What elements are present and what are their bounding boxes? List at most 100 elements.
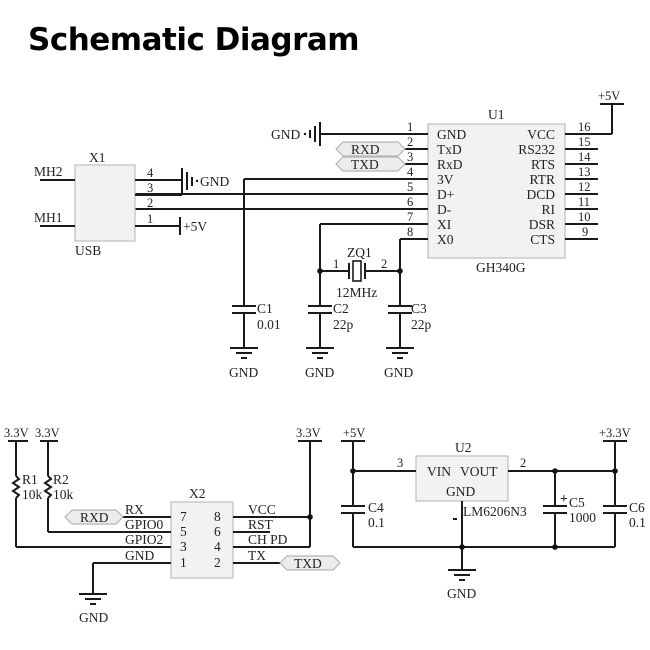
u2-ref: U2: [455, 440, 472, 455]
u1-gnd-label: GND: [271, 127, 300, 142]
u1-pin-name: DCD: [526, 187, 555, 202]
gnd-label: GND: [229, 365, 258, 380]
u1-body: [427, 123, 566, 259]
txd-tag-label: TXD: [294, 556, 322, 571]
u2-part: LM6206N3: [463, 504, 527, 519]
x2-pin-num: 1: [180, 555, 187, 570]
u1-pin-name: RTS: [531, 157, 555, 172]
c3-value: 22p: [411, 317, 432, 332]
x2-vcc-net: 3.3V: [296, 426, 321, 440]
x1-vcc-label: +5V: [183, 219, 207, 234]
u2-pin-out: 2: [520, 456, 526, 470]
r2-net: 3.3V: [35, 426, 60, 440]
rxd-tag-bottom: RXD: [64, 509, 124, 525]
u1-pin-num: 12: [578, 180, 591, 194]
x2-pin-name: VCC: [248, 502, 276, 517]
x2-pin-name: GND: [125, 548, 154, 563]
u1-pin-num: 3: [407, 150, 413, 164]
u1-pin-name: RI: [542, 202, 556, 217]
diagram-title: Schematic Diagram: [8, 14, 428, 66]
c5-value: 1000: [569, 510, 596, 525]
u1-pin-num: 10: [578, 210, 591, 224]
r1-value: 10k: [22, 487, 43, 502]
rxd-tag-top: RXD: [335, 141, 406, 157]
u1-pin-name: RTR: [530, 172, 555, 187]
u2-vout-label: VOUT: [460, 464, 498, 479]
x1-pin-num: 3: [147, 181, 153, 195]
rxd-tag-label: RXD: [80, 510, 109, 525]
x2-body: [170, 501, 234, 579]
c4-ref: C4: [368, 500, 384, 515]
r2-resistor: 3.3V R2 10k: [35, 426, 74, 532]
x2-ref: X2: [189, 486, 206, 501]
u1-pin-num: 1: [407, 120, 413, 134]
gnd-label: GND: [447, 586, 476, 601]
crystal-pin2: 2: [381, 257, 387, 271]
u2-in-net: +5V: [343, 426, 365, 440]
x2-pin-name: TX: [248, 548, 266, 563]
x2-gnd-symbol: GND: [79, 563, 108, 625]
x1-body: [74, 164, 136, 242]
x2-pin-num: 2: [214, 555, 221, 570]
u1-pin-name: GND: [437, 127, 466, 142]
x1-usb-connector: X1 USB MH2 MH1 4 3 2 1 GND +5V: [34, 150, 229, 258]
u2-out-net: +3.3V: [599, 426, 631, 440]
x1-mh2: MH2: [34, 164, 63, 179]
txd-tag-label: TXD: [351, 157, 379, 172]
u2-regulator: U2 VIN VOUT GND LM6206N3 3 +5V 2 +3.3V G…: [341, 426, 631, 601]
c6-capacitor: C6 0.1: [603, 500, 646, 547]
c6-value: 0.1: [629, 515, 646, 530]
x2-module: X2 7 5 3 1 8 6 4 2 RX GPIO0 GPIO2 GND VC…: [16, 426, 322, 579]
c4-capacitor: C4 0.1: [341, 500, 385, 547]
u1-pin-name: D-: [437, 202, 452, 217]
u1-pin-num: 8: [407, 225, 413, 239]
x1-pin-num: 2: [147, 196, 153, 210]
x2-pin-num: 3: [180, 539, 187, 554]
r1-resistor: 3.3V R1 10k: [4, 426, 43, 547]
u1-part: GH340G: [476, 260, 526, 275]
u1-pin-name: 3V: [437, 172, 454, 187]
txd-tag-bottom: TXD: [279, 555, 341, 571]
x2-pin-name: CH PD: [248, 532, 288, 547]
x2-pin-name: GPIO2: [125, 532, 163, 547]
u1-pin-name: CTS: [530, 232, 555, 247]
u1-pin-num: 4: [407, 165, 414, 179]
u2-pin-in: 3: [397, 456, 403, 470]
c4-value: 0.1: [368, 515, 385, 530]
u1-pin-num: 14: [578, 150, 591, 164]
c1-capacitor: C1 0.01: [232, 179, 281, 348]
x2-pin-name: RX: [125, 502, 144, 517]
c2-ref: C2: [333, 301, 349, 316]
crystal-pin1: 1: [333, 257, 339, 271]
u1-pin-num: 16: [578, 120, 591, 134]
x2-pin-num: 8: [214, 509, 221, 524]
u1-pin-num: 11: [578, 195, 590, 209]
u1-pin-num: 5: [407, 180, 413, 194]
u1-pin-name: VCC: [527, 127, 555, 142]
gnd-label: GND: [305, 365, 334, 380]
x1-pin-num: 1: [147, 212, 153, 226]
c5-capacitor: + C5 1000: [543, 491, 596, 547]
r1-net: 3.3V: [4, 426, 29, 440]
u1-pin-name: TxD: [437, 142, 462, 157]
r2-ref: R2: [53, 472, 69, 487]
u1-pin-name: X0: [437, 232, 454, 247]
x1-gnd-label: GND: [200, 174, 229, 189]
u1-pin-name: D+: [437, 187, 454, 202]
c3-ref: C3: [411, 301, 427, 316]
c2-value: 22p: [333, 317, 354, 332]
x1-pin-num: 4: [147, 166, 154, 180]
c1-value: 0.01: [257, 317, 281, 332]
u1-pin-name: XI: [437, 217, 452, 232]
u1-pin-num: 15: [578, 135, 591, 149]
u2-vin-label: VIN: [427, 464, 451, 479]
u2-body: [415, 455, 509, 502]
crystal-circuit: ZQ1 1 2 12MHz C2 22p C3 22p: [308, 224, 432, 348]
x2-pin-num: 5: [180, 524, 187, 539]
u1-pin-name: DSR: [529, 217, 555, 232]
txd-tag-top: TXD: [335, 156, 406, 172]
r2-value: 10k: [53, 487, 74, 502]
c5-polarity: +: [560, 491, 568, 506]
u1-pin-num: 7: [407, 210, 413, 224]
